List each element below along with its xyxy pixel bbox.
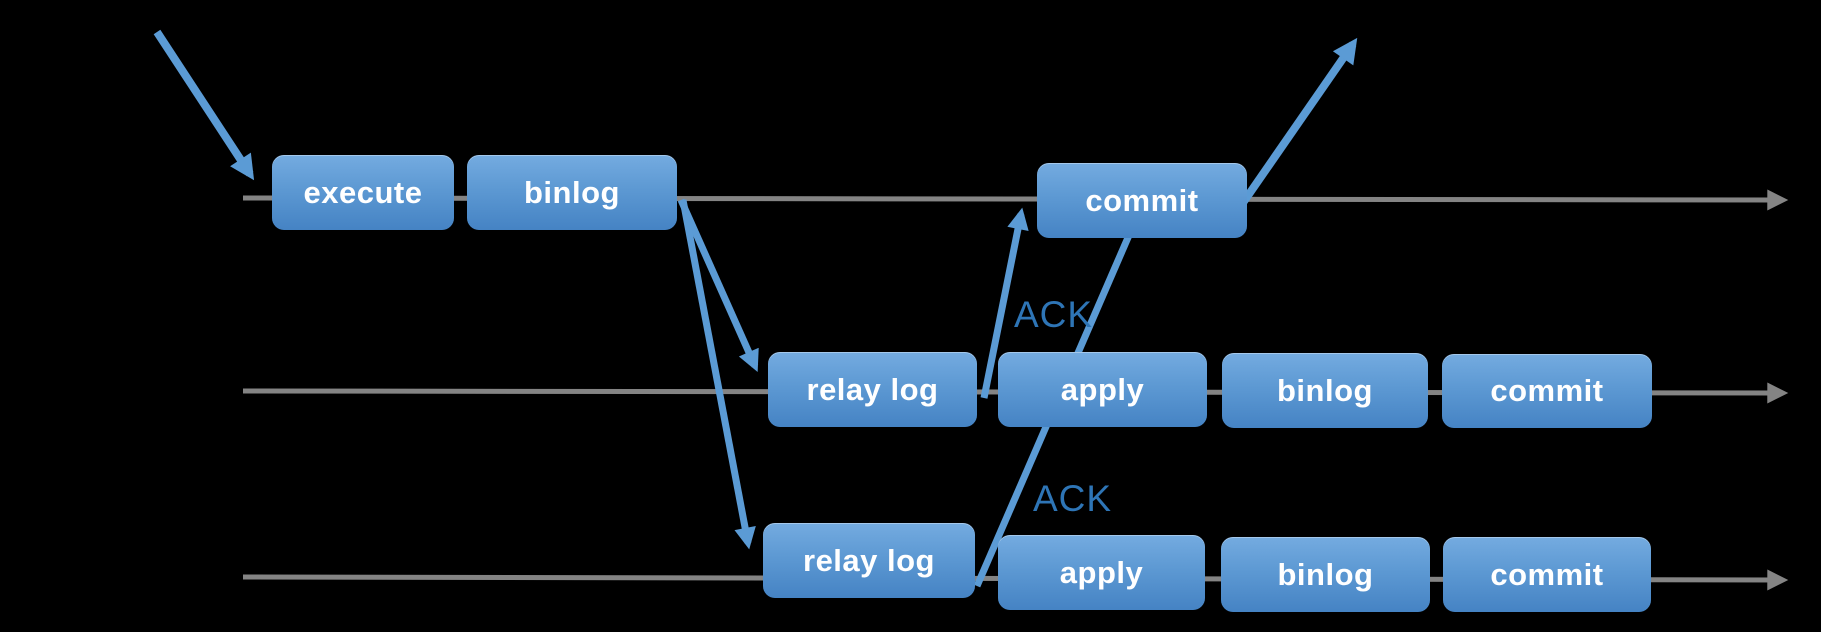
step-replica1-relaylog: relay log (768, 352, 977, 427)
client-request-arrow (153, 29, 255, 181)
step-replica2-binlog: binlog (1221, 537, 1430, 612)
step-master-commit: commit (1037, 163, 1247, 238)
ack-arrow-replica1 (980, 207, 1029, 399)
binlog-to-relaylog2-arrow (679, 199, 756, 550)
binlog-to-relaylog1-arrow (677, 198, 759, 372)
step-replica1-apply: apply (998, 352, 1207, 427)
step-master-binlog: binlog (467, 155, 677, 230)
ack-label-replica1: ACK (1014, 294, 1094, 335)
step-replica2-apply: apply (998, 535, 1205, 610)
commit-response-arrow (1234, 37, 1358, 213)
step-replica2-relaylog: relay log (763, 523, 975, 598)
step-replica1-commit: commit (1442, 354, 1652, 428)
step-replica2-commit: commit (1443, 537, 1651, 612)
step-master-execute: execute (272, 155, 454, 230)
ack-label-replica2: ACK (1033, 478, 1113, 519)
step-replica1-binlog: binlog (1222, 353, 1428, 428)
